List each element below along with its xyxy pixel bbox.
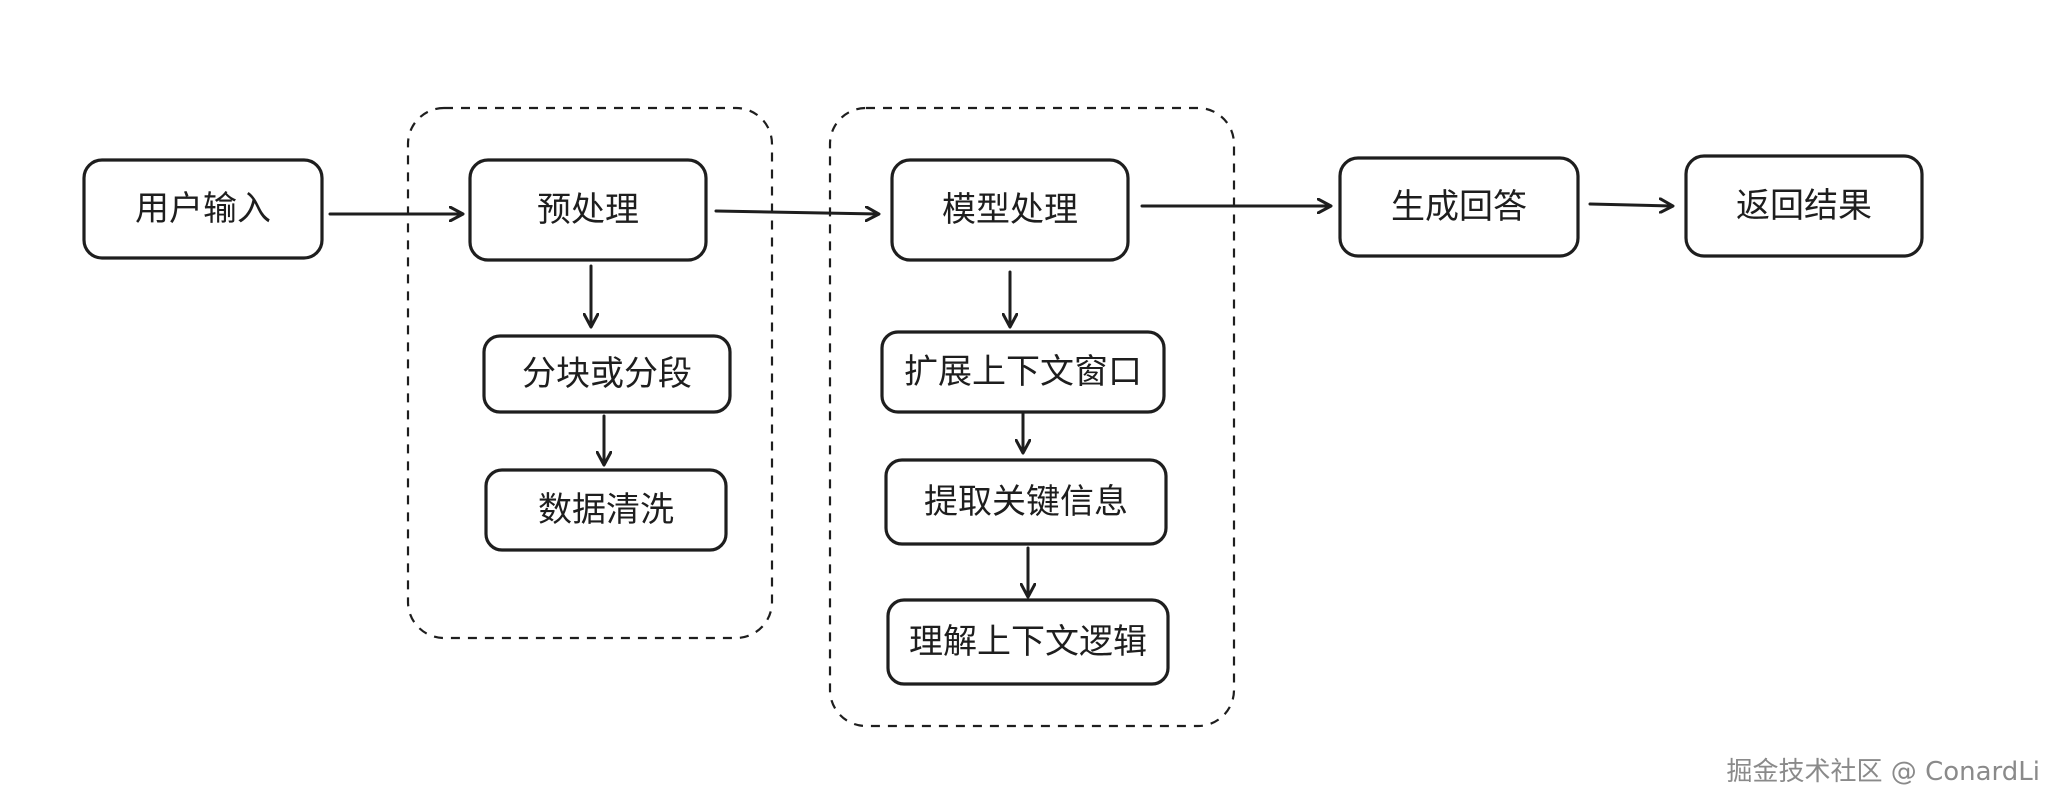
node-return-result: 返回结果: [1684, 154, 1924, 258]
watermark: 掘金技术社区 @ ConardLi: [1727, 757, 2040, 787]
node-chunking-box: [482, 334, 732, 414]
node-chunking: 分块或分段: [482, 334, 732, 414]
node-extract-key-info-box: [884, 458, 1168, 546]
node-preprocess-label: 预处理: [537, 190, 639, 230]
node-preprocess-box: [468, 158, 708, 262]
edge-preprocess-to-model: [714, 211, 878, 214]
node-data-cleaning: 数据清洗: [484, 468, 728, 552]
node-model-processing: 模型处理: [890, 158, 1130, 262]
node-understand-logic-label: 理解上下文逻辑: [909, 622, 1147, 662]
node-model-processing-label: 模型处理: [942, 190, 1078, 230]
edge-generate-to-return: [1588, 204, 1672, 206]
node-user-input-box: [82, 158, 324, 260]
node-expand-context: 扩展上下文窗口: [880, 330, 1166, 414]
edges: [328, 204, 1672, 596]
node-expand-context-box: [880, 330, 1166, 414]
node-chunking-label: 分块或分段: [522, 354, 692, 394]
node-extract-key-info-label: 提取关键信息: [924, 482, 1128, 522]
model-processing-group-frame: [828, 106, 1236, 728]
node-extract-key-info: 提取关键信息: [884, 458, 1168, 546]
preprocess-group-frame: [406, 106, 774, 640]
node-generate-answer: 生成回答: [1338, 156, 1580, 258]
node-generate-answer-label: 生成回答: [1391, 187, 1527, 227]
node-user-input: 用户输入: [82, 158, 324, 260]
node-model-processing-box: [890, 158, 1130, 262]
node-return-result-label: 返回结果: [1736, 186, 1872, 226]
node-understand-logic: 理解上下文逻辑: [886, 598, 1170, 686]
node-expand-context-label: 扩展上下文窗口: [904, 352, 1142, 392]
node-data-cleaning-label: 数据清洗: [538, 490, 674, 530]
node-preprocess: 预处理: [468, 158, 708, 262]
node-understand-logic-box: [886, 598, 1170, 686]
node-data-cleaning-box: [484, 468, 728, 552]
node-user-input-label: 用户输入: [135, 189, 271, 229]
node-generate-answer-box: [1338, 156, 1580, 258]
node-return-result-box: [1684, 154, 1924, 258]
